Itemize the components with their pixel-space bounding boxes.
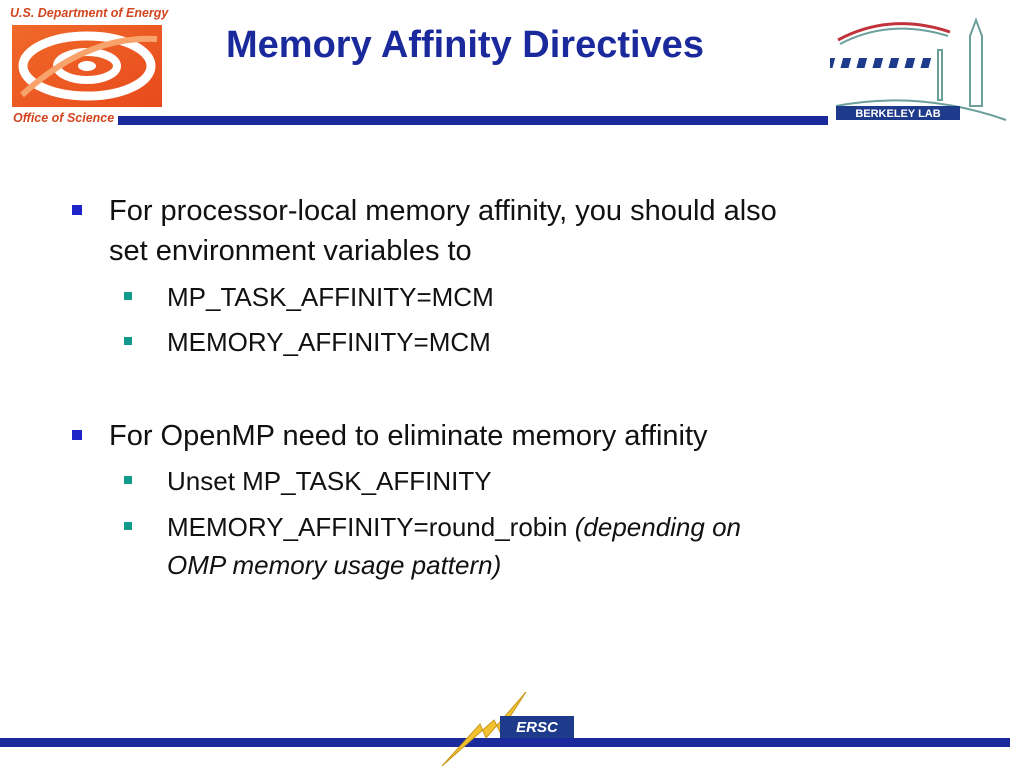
berkeley-lab-logo-text: BERKELEY LAB <box>855 108 940 120</box>
sub-bullet-note: OMP memory usage pattern) <box>167 550 502 580</box>
footer-divider <box>0 738 1010 747</box>
bullet-square-icon <box>72 430 82 440</box>
bullet-square-icon <box>72 205 82 215</box>
sub-bullet-text: Unset MP_TASK_AFFINITY <box>167 466 492 496</box>
sub-bullet-text: MEMORY_AFFINITY=round_robin (depending o… <box>167 508 884 584</box>
slide-title: Memory Affinity Directives <box>226 24 704 66</box>
doe-logo <box>12 25 162 107</box>
title-divider <box>118 116 828 125</box>
doe-org-name: U.S. Department of Energy <box>10 6 169 20</box>
nersc-logo-text: ERSC <box>516 719 559 736</box>
sub-bullet-note: (depending on <box>574 512 741 542</box>
sub-bullet-square-icon <box>124 522 132 530</box>
doe-office-name: Office of Science <box>13 111 115 125</box>
sub-bullet-item: MP_TASK_AFFINITY=MCM <box>124 278 884 316</box>
sub-bullet-square-icon <box>124 476 132 484</box>
sub-bullet-square-icon <box>124 337 132 345</box>
sub-bullet-square-icon <box>124 292 132 300</box>
berkeley-lab-logo: BERKELEY LAB <box>830 17 1007 121</box>
bullet-item: For processor-local memory affinity, you… <box>72 191 902 271</box>
bullet-text: For processor-local memory affinity, you… <box>109 195 777 267</box>
bullet-text: For OpenMP need to eliminate memory affi… <box>109 420 708 452</box>
sub-bullet-item: MEMORY_AFFINITY=round_robin (depending o… <box>124 508 884 584</box>
bullet-item: For OpenMP need to eliminate memory affi… <box>72 416 902 456</box>
sub-bullet-item: Unset MP_TASK_AFFINITY <box>124 462 884 500</box>
sub-bullet-text: MEMORY_AFFINITY=MCM <box>167 327 491 357</box>
sub-bullet-item: MEMORY_AFFINITY=MCM <box>124 323 884 361</box>
nersc-logo: ERSC <box>441 691 574 767</box>
sub-bullet-text: MP_TASK_AFFINITY=MCM <box>167 282 494 312</box>
